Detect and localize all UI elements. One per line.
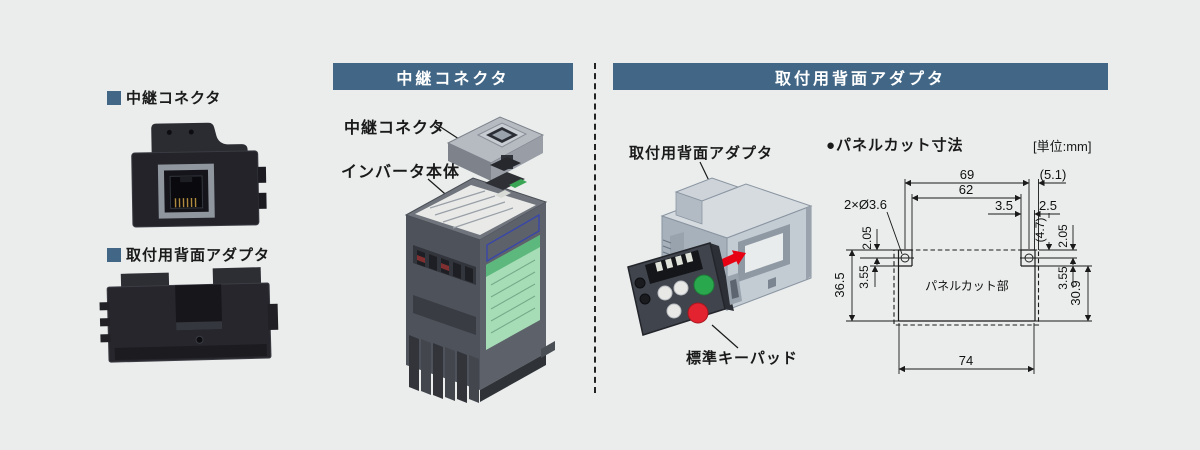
middle-header-text: 中継コネクタ	[396, 70, 510, 88]
callout-rear-adapter: 取付用背面アダプタ	[629, 145, 774, 162]
spec-label-lines	[429, 190, 514, 229]
spec-label	[415, 185, 536, 235]
dim-3-55-right: 3.55	[1056, 266, 1070, 290]
side-clip	[267, 303, 279, 330]
adapter-right-edge	[806, 206, 811, 280]
relay-connector-caption: 中継コネクタ	[107, 87, 221, 108]
rear-adapter-caption-text: 取付用背面アダプタ	[126, 247, 271, 264]
unit-note: [単位:mm]	[1033, 139, 1092, 154]
hole-diameter-label: 2×Ø3.6	[844, 197, 887, 212]
right-section-header: 取付用背面アダプタ	[613, 63, 1108, 90]
heatsink-fins	[409, 335, 479, 403]
adapter-clip-block	[670, 232, 684, 256]
inverter-base	[480, 353, 546, 402]
relay-connector-isometric	[446, 116, 545, 181]
keypad-leader-line	[711, 324, 739, 349]
dim-36-5: 36.5	[832, 272, 847, 297]
green-label-lines	[490, 259, 536, 334]
keypad-button	[673, 280, 689, 296]
jack-latch-notch	[180, 176, 193, 183]
callout-relay-connector: 中継コネクタ	[344, 120, 446, 137]
keypad-button	[666, 303, 682, 319]
callout-standard-keypad: 標準キーパッド	[686, 350, 798, 367]
adapter-opening	[745, 233, 783, 273]
seven-segment-digits	[655, 252, 694, 272]
terminal-red	[417, 255, 425, 263]
dim-5-1: (5.1)	[1040, 167, 1067, 182]
terminal-red	[441, 263, 449, 271]
rear-adapter-photo	[99, 267, 279, 363]
panel-cut-outline	[897, 249, 1036, 322]
spring-clip	[99, 302, 110, 311]
spring-clip	[99, 318, 111, 327]
dim-3-55-left: 3.55	[857, 265, 871, 289]
mounting-holes	[896, 253, 1038, 263]
keypad-isometric	[627, 242, 742, 336]
extension-lines	[846, 179, 1092, 374]
pcb-green	[509, 179, 527, 188]
right-header-text: 取付用背面アダプタ	[774, 70, 946, 88]
middle-section-header: 中継コネクタ	[333, 63, 573, 90]
square-bullet-icon	[107, 90, 121, 105]
keypad-side	[710, 243, 734, 311]
section-divider	[594, 63, 596, 393]
opening-inner-lip	[176, 321, 223, 331]
panel-cut-dimension-drawing: 69 (5.1) 62 3.5 2.5 74 36.5 30.9 2.05 3.…	[832, 167, 1092, 374]
callout-inverter-body: インバータ本体	[341, 164, 461, 181]
top-hole	[188, 129, 194, 135]
panel-cut-area-label: パネルカット部	[925, 278, 1009, 293]
top-hole	[166, 129, 172, 135]
dim-4-7: (4.7)	[1033, 218, 1047, 243]
connector-top-block	[151, 122, 248, 155]
keypad-dial	[639, 293, 651, 305]
relay-connector-caption-text: 中継コネクタ	[126, 90, 222, 107]
jack-gold-pins	[174, 197, 197, 208]
screw-hole	[195, 335, 204, 344]
hole-label-leader	[886, 211, 903, 255]
dim-62: 62	[959, 182, 973, 197]
stop-button	[687, 302, 709, 324]
dim-3-5: 3.5	[995, 198, 1013, 213]
terminal-row-lower	[413, 295, 476, 335]
option-connector-top	[485, 172, 525, 190]
square-bullet-icon	[107, 247, 121, 262]
rear-adapter-body	[99, 267, 279, 363]
keypad-dial	[634, 277, 646, 289]
relay-connector-mounting-diagram	[404, 116, 555, 403]
dim-2-5: 2.5	[1039, 198, 1057, 213]
blue-frame	[486, 213, 540, 263]
adapter-opening	[175, 284, 223, 331]
dim-74: 74	[959, 353, 973, 368]
terminal-slots	[417, 250, 473, 283]
keypad-button	[657, 285, 673, 301]
adapter-keypad-diagram	[627, 161, 813, 349]
side-clip	[258, 192, 267, 209]
dimension-lines: 69 (5.1) 62 3.5 2.5 74 36.5 30.9 2.05 3.…	[832, 167, 1092, 373]
mounting-foot	[541, 341, 555, 358]
dim-2-05-right: 2.05	[1056, 224, 1070, 248]
spring-clip	[100, 334, 111, 343]
side-clip	[257, 166, 267, 183]
adapter-slot	[768, 277, 776, 289]
run-button	[693, 274, 715, 296]
green-label-header	[486, 235, 540, 277]
relay-connector-photo	[131, 122, 267, 228]
relay-connector-body	[131, 122, 267, 228]
inverter-isometric	[404, 157, 555, 403]
rear-adapter-caption: 取付用背面アダプタ	[107, 244, 270, 265]
dim-2-05-left: 2.05	[860, 226, 874, 250]
dim-69: 69	[960, 167, 974, 182]
dim-30-9: 30.9	[1068, 280, 1083, 305]
rj45-jack	[169, 175, 204, 209]
adapter-outline-dashed	[893, 249, 1040, 326]
panel-cut-title: ●パネルカット寸法	[826, 137, 964, 154]
adapter-bottom-rail	[114, 344, 267, 361]
